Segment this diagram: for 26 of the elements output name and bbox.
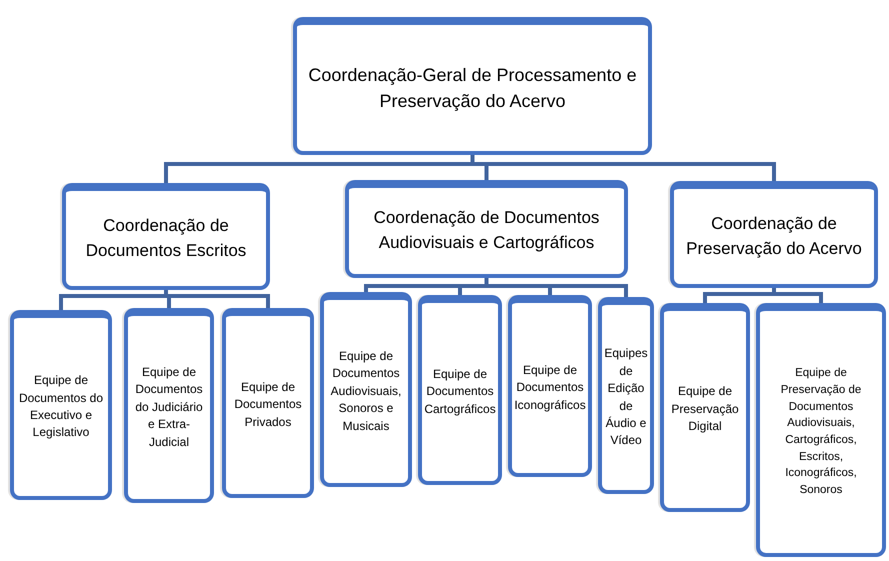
org-unit-box [598,297,654,494]
unit-name: Equipe de Documentos do Executivo e Legislativo [18,372,104,442]
unit-name: Equipe de Documentos Privados [233,378,303,431]
unit-name: Coordenação-Geral de Processamento e Preservação do Acervo [307,64,638,113]
org-unit-box [320,292,412,487]
org-unit-box [124,308,214,503]
org-unit-box [670,181,878,288]
unit-name: Coordenação de Documentos Escritos [84,214,248,262]
unit-name: Equipe de Documentos Iconográficos [514,362,586,414]
unit-name: Coordenação de Documentos Audiovisuais e Cartográficos [372,207,600,254]
unit-name: Equipe de Preservação de Documentos Audiovisuais, Cartográficos, Escritos, Iconográficos, Sonoros [780,366,862,498]
unit-name: Equipe de Documentos Audiovisuais, Sonoros e Musicais [330,348,402,435]
org-unit-box [222,308,314,498]
unit-name: Equipes de Edição de Áudio e Vídeo [604,345,648,450]
org-unit-box [345,180,628,278]
unit-name: Equipe de Documentos Cartográficos [424,366,496,418]
head-office-box [293,17,652,155]
org-unit-box [508,295,592,477]
unit-name: Coordenação de Preservação do Acervo [685,212,863,260]
unit-name: Equipe de Documentos do Judiciário e Extra-Judicial [134,364,204,451]
org-unit-box [62,183,270,290]
org-unit-box [756,303,886,557]
org-unit-box [418,295,502,485]
org-unit-box [660,303,750,512]
org-unit-box [10,310,112,500]
unit-name: Equipe de Preservação Digital [670,383,740,436]
